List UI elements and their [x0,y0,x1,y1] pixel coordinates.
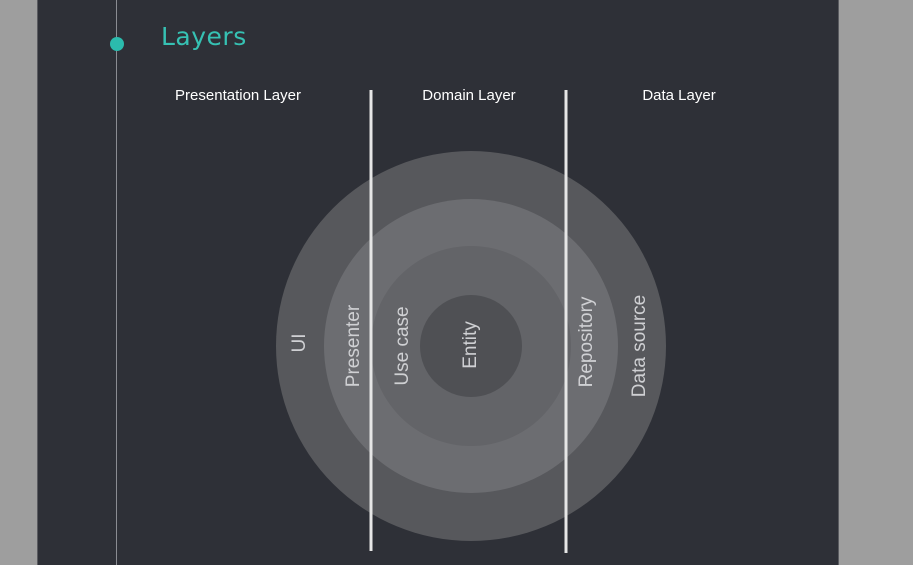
label-data-source: Data source [629,295,650,397]
ring-entity [420,295,522,397]
label-presenter: Presenter [343,304,364,387]
column-header-presentation: Presentation Layer [175,87,301,104]
label-repository: Repository [576,296,597,387]
label-ui: UI [289,334,310,353]
column-header-domain: Domain Layer [422,87,516,104]
label-entity: Entity [460,321,481,369]
column-header-data: Data Layer [642,87,716,104]
timeline-dot [110,37,124,51]
slide: Layers Presentation Layer Domain Layer D… [37,0,839,565]
label-use-case: Use case [392,306,413,385]
page-title: Layers [161,22,247,51]
layers-diagram: UI Presenter Use case Entity Repository … [276,90,666,553]
timeline-line [116,0,117,565]
